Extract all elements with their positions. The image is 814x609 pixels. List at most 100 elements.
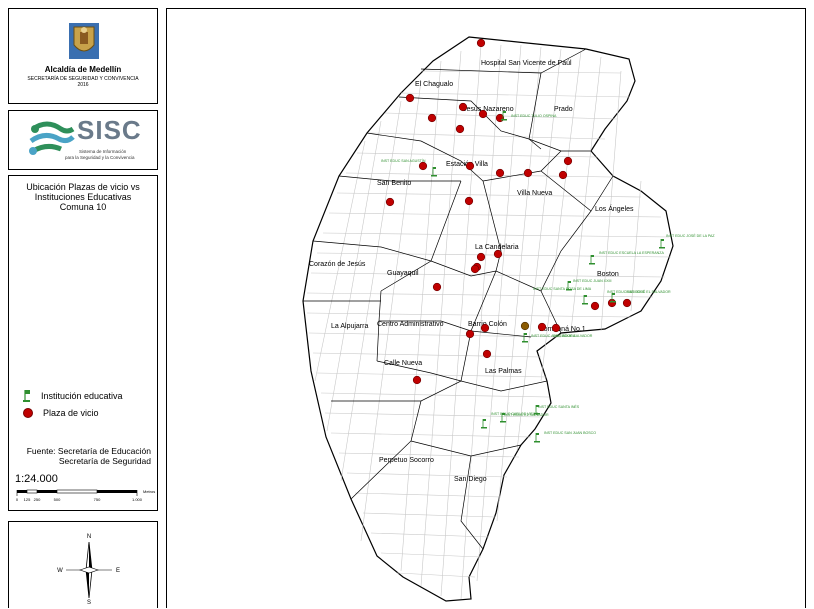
map-canvas[interactable]: Hospital San Vicente de Paúl El Chagualo…	[167, 9, 807, 609]
drug-spot-marker[interactable]	[385, 197, 395, 207]
label-villa-nueva: Villa Nueva	[517, 190, 552, 197]
scale-tick: 0	[16, 497, 19, 502]
label-prado: Prado	[554, 106, 573, 113]
drug-spot-marker[interactable]	[523, 168, 533, 178]
school-label: INST EDUC EL SALVADOR	[504, 413, 549, 417]
label-perpetuo-socorro: Perpetuo Socorro	[379, 457, 434, 464]
label-las-palmas: Las Palmas	[485, 368, 522, 375]
drug-spot-marker[interactable]	[476, 38, 486, 48]
street-grid	[306, 44, 672, 600]
sisc-logo-icon	[29, 121, 75, 155]
drug-spot-marker[interactable]	[432, 282, 442, 292]
school-label: INST EDUC ESCUELA LA ESPERANZA	[599, 251, 664, 255]
drug-spot-marker[interactable]	[551, 323, 561, 333]
label-corazon-jesus: Corazón de Jesús	[309, 261, 366, 268]
drug-spot-marker[interactable]	[478, 109, 488, 119]
flag-icon[interactable]	[589, 255, 595, 265]
school-label: INST EDUC SANTA ROSA DE LIMA	[533, 287, 592, 291]
flag-icon[interactable]	[659, 239, 665, 249]
school-markers[interactable]	[431, 111, 665, 443]
drug-spot-marker[interactable]	[470, 264, 480, 274]
dot-icon	[23, 408, 33, 418]
label-san-diego: San Diego	[454, 476, 487, 483]
flag-icon[interactable]	[566, 281, 572, 291]
school-label: INST EDUC SAN JUAN BOSCO	[544, 431, 596, 435]
svg-text:S: S	[87, 600, 91, 606]
compass-icon: N S E W	[57, 534, 120, 606]
coat-of-arms-icon	[69, 23, 99, 59]
drug-spot-marker[interactable]	[622, 298, 632, 308]
scale-tick: 125	[24, 497, 31, 502]
flag-icon	[23, 390, 30, 402]
drug-spot-marker[interactable]	[427, 113, 437, 123]
school-label: INST EDUC CARLOS VIECO	[491, 412, 538, 416]
sisc-logo-panel: SISC Sistema de Información para la Segu…	[8, 110, 158, 170]
scale-unit: Metros	[143, 489, 155, 494]
flag-icon[interactable]	[610, 293, 616, 303]
flag-icon[interactable]	[481, 419, 487, 429]
school-label: INST EDUC JUAN XXIII	[573, 279, 611, 283]
sisc-name: SISC	[77, 115, 142, 145]
label-nazareno: Jesús Nazareno	[463, 106, 514, 113]
label-los-angeles: Los Ángeles	[595, 204, 634, 213]
source-text: Fuente: Secretaría de Educación Secretar…	[26, 446, 151, 466]
sisc-tagline-2: para la Seguridad y la Convivencia	[65, 155, 135, 160]
flag-icon[interactable]	[582, 295, 588, 305]
comuna-outline	[302, 36, 674, 602]
school-label: INST EDUC TULIO OSPINA	[511, 114, 557, 118]
flag-icon[interactable]	[431, 167, 437, 177]
label-san-benito: San Benito	[377, 180, 411, 187]
flag-icon[interactable]	[501, 111, 507, 121]
label-calle-nueva: Calle Nueva	[384, 360, 422, 367]
org-subtitle: SECRETARÍA DE SEGURIDAD Y CONVIVENCIA 20…	[27, 76, 139, 88]
scale-bar: 0 125 250 500 750 1.000 Metros	[16, 489, 155, 502]
drug-spot-marker[interactable]	[480, 323, 490, 333]
north-arrow-panel: N S E W	[8, 521, 158, 608]
drug-spot-marker[interactable]	[520, 321, 530, 331]
flag-icon[interactable]	[500, 413, 506, 423]
drug-spot-marker[interactable]	[558, 170, 568, 180]
drug-spot-marker[interactable]	[563, 156, 573, 166]
label-centro-admin: Centro Administrativo	[377, 321, 444, 328]
scale-tick: 250	[34, 497, 41, 502]
label-alpujarra: La Alpujarra	[331, 323, 368, 330]
school-label: INST EDUC SAN JOSÉ	[607, 289, 646, 294]
neighborhood-labels: Hospital San Vicente de Paúl El Chagualo…	[309, 60, 634, 483]
drug-spot-marker[interactable]	[465, 161, 475, 171]
drug-spot-marker[interactable]	[465, 329, 475, 339]
drug-spot-marker[interactable]	[493, 249, 503, 259]
school-label: INST EDUC EL SALVADOR	[626, 290, 671, 294]
drug-spot-marker[interactable]	[418, 161, 428, 171]
flag-icon[interactable]	[522, 333, 528, 343]
scale-tick: 750	[94, 497, 101, 502]
drug-spot-marker[interactable]	[590, 301, 600, 311]
drug-spot-marker[interactable]	[405, 93, 415, 103]
flag-icon[interactable]	[534, 433, 540, 443]
drug-spot-marker[interactable]	[537, 322, 547, 332]
svg-text:E: E	[116, 568, 120, 574]
legend-item-school: Institución educativa	[23, 390, 123, 402]
label-bombona: Bomboná No.1	[539, 326, 586, 333]
map-title: Ubicación Plazas de vicio vs Institucion…	[26, 182, 140, 212]
scale-tick: 1.000	[132, 497, 143, 502]
drug-spot-marker[interactable]	[455, 124, 465, 134]
drug-spot-marker[interactable]	[412, 375, 422, 385]
drug-spot-marker[interactable]	[458, 102, 468, 112]
school-label: INST EDUC JOSÉ DE LA PAZ	[666, 233, 715, 238]
org-name: Alcaldía de Medellín	[44, 65, 122, 74]
legend-item-drug-spot: Plaza de vicio	[23, 408, 99, 418]
drug-spot-marker[interactable]	[464, 196, 474, 206]
label-chagualo: El Chagualo	[415, 81, 453, 88]
flag-icon[interactable]	[534, 405, 540, 415]
scale-tick: 500	[54, 497, 61, 502]
scale-ratio: 1:24.000	[15, 473, 58, 485]
drug-spot-marker[interactable]	[482, 349, 492, 359]
drug-spot-markers[interactable]	[385, 38, 632, 385]
label-boston: Boston	[597, 271, 619, 278]
svg-text:W: W	[57, 568, 63, 574]
drug-spot-marker[interactable]	[495, 168, 505, 178]
header-panel: Alcaldía de Medellín SECRETARÍA DE SEGUR…	[8, 8, 158, 104]
school-labels: INST EDUC TULIO OSPINA INST EDUC SAN AGU…	[381, 114, 715, 435]
drug-spot-marker[interactable]	[476, 252, 486, 262]
sisc-tagline-1: Sistema de Información	[79, 149, 127, 154]
